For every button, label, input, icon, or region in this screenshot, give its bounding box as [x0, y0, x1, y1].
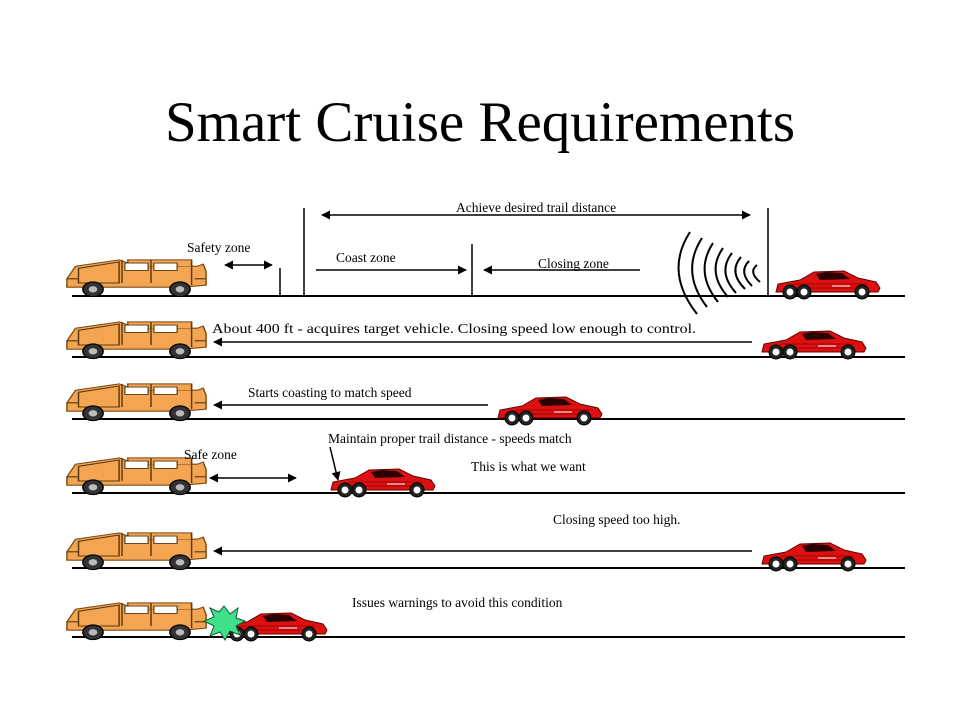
label-maintain: Maintain proper trail distance - speeds … — [328, 431, 572, 446]
pointer-arrow — [329, 446, 341, 481]
label-want: This is what we want — [471, 459, 586, 474]
slide-title: Smart Cruise Requirements — [164, 91, 796, 154]
truck — [66, 321, 207, 360]
truck — [66, 383, 207, 422]
target-car — [761, 542, 867, 572]
truck — [66, 259, 207, 298]
label-acquire: About 400 ft - acquires target vehicle. … — [212, 321, 696, 336]
label-too-high: Closing speed too high. — [553, 512, 681, 527]
label-coast-zone: Coast zone — [336, 250, 396, 265]
radar-waves-icon — [677, 231, 761, 315]
truck — [66, 532, 207, 571]
target-car — [761, 330, 867, 360]
label-warnings: Issues warnings to avoid this condition — [352, 595, 563, 610]
crash-burst-icon — [202, 605, 247, 641]
label-coasting: Starts coasting to match speed — [248, 385, 412, 400]
label-trail-distance: Achieve desired trail distance — [456, 200, 616, 215]
target-car — [497, 396, 603, 426]
label-closing-zone: Closing zone — [538, 256, 609, 271]
target-car — [775, 270, 881, 300]
label-safe-zone: Safe zone — [184, 447, 237, 462]
label-safety-zone: Safety zone — [187, 240, 250, 255]
truck — [66, 602, 207, 641]
truck — [66, 457, 207, 496]
